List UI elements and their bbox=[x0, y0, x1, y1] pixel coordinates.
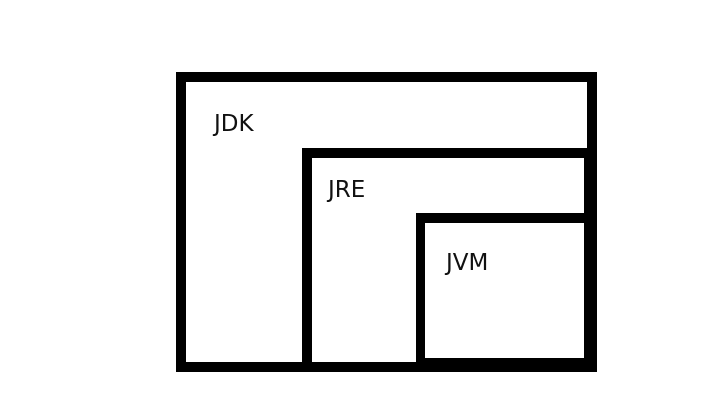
jre-label: JRE bbox=[328, 177, 366, 203]
jvm-box bbox=[416, 213, 592, 364]
jdk-label: JDK bbox=[214, 111, 254, 137]
jvm-label: JVM bbox=[446, 250, 489, 276]
